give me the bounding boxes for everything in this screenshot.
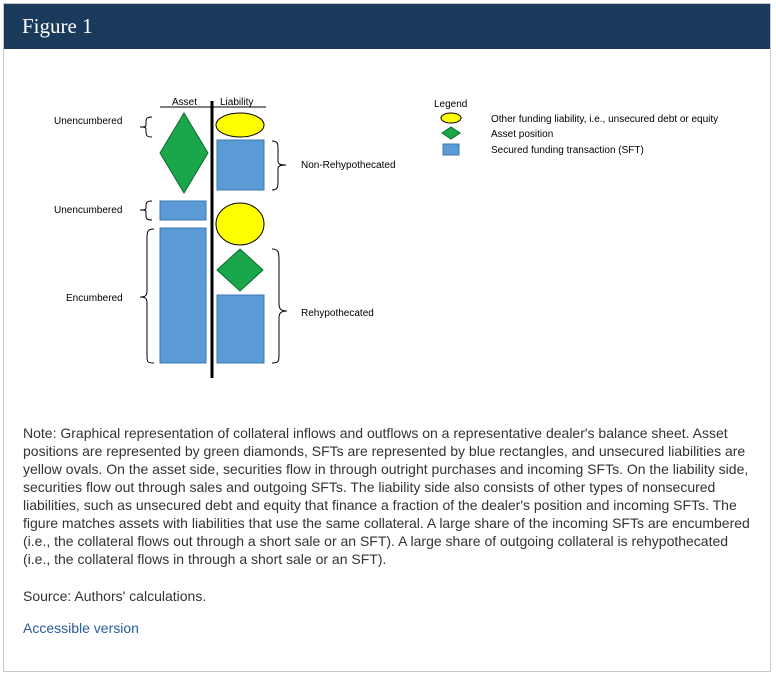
- label-unencumbered-top: Unencumbered: [54, 116, 122, 127]
- label-unencumbered-mid: Unencumbered: [54, 205, 122, 216]
- legend-oval-swatch: [440, 112, 462, 124]
- liability-sft-rehypothecated: [216, 294, 265, 364]
- brace-unencumbered-mid: [139, 200, 153, 221]
- figure-header: Figure 1: [4, 4, 770, 49]
- legend-diamond-swatch: [441, 126, 461, 140]
- asset-unencumbered-sft: [159, 200, 207, 221]
- brace-non-rehypothecated: [271, 140, 287, 191]
- figure-title: Figure 1: [22, 14, 93, 38]
- label-non-rehypothecated: Non-Rehypothecated: [301, 160, 396, 171]
- liability-diamond: [216, 248, 264, 292]
- asset-column-label: Asset: [172, 97, 197, 108]
- legend-item-oval: Other funding liability, i.e., unsecured…: [491, 114, 718, 125]
- liability-oval-large: [215, 202, 265, 246]
- figure-frame: Figure 1 Asset Liability Unencumbered Un…: [3, 3, 771, 672]
- legend-rectangle-swatch: [442, 143, 460, 156]
- liability-oval-top: [215, 112, 265, 138]
- brace-rehypothecated: [271, 248, 288, 364]
- legend-item-rectangle: Secured funding transaction (SFT): [491, 145, 644, 156]
- figure-note: Note: Graphical representation of collat…: [23, 425, 750, 567]
- asset-encumbered-sft: [159, 227, 207, 364]
- accessible-version-link[interactable]: Accessible version: [23, 620, 139, 636]
- legend-item-diamond: Asset position: [491, 129, 553, 140]
- liability-sft-non-rehypothecated: [216, 139, 265, 191]
- brace-encumbered: [139, 228, 155, 364]
- brace-unencumbered-top: [139, 116, 153, 138]
- legend-title: Legend: [434, 99, 467, 110]
- balance-sheet-diagram: Asset Liability Unencumbered Unencumbere…: [54, 97, 718, 378]
- label-encumbered: Encumbered: [66, 293, 123, 304]
- liability-column-label: Liability: [220, 97, 253, 108]
- figure-source: Source: Authors' calculations.: [23, 588, 207, 604]
- asset-diamond: [159, 112, 209, 194]
- label-rehypothecated: Rehypothecated: [301, 308, 374, 319]
